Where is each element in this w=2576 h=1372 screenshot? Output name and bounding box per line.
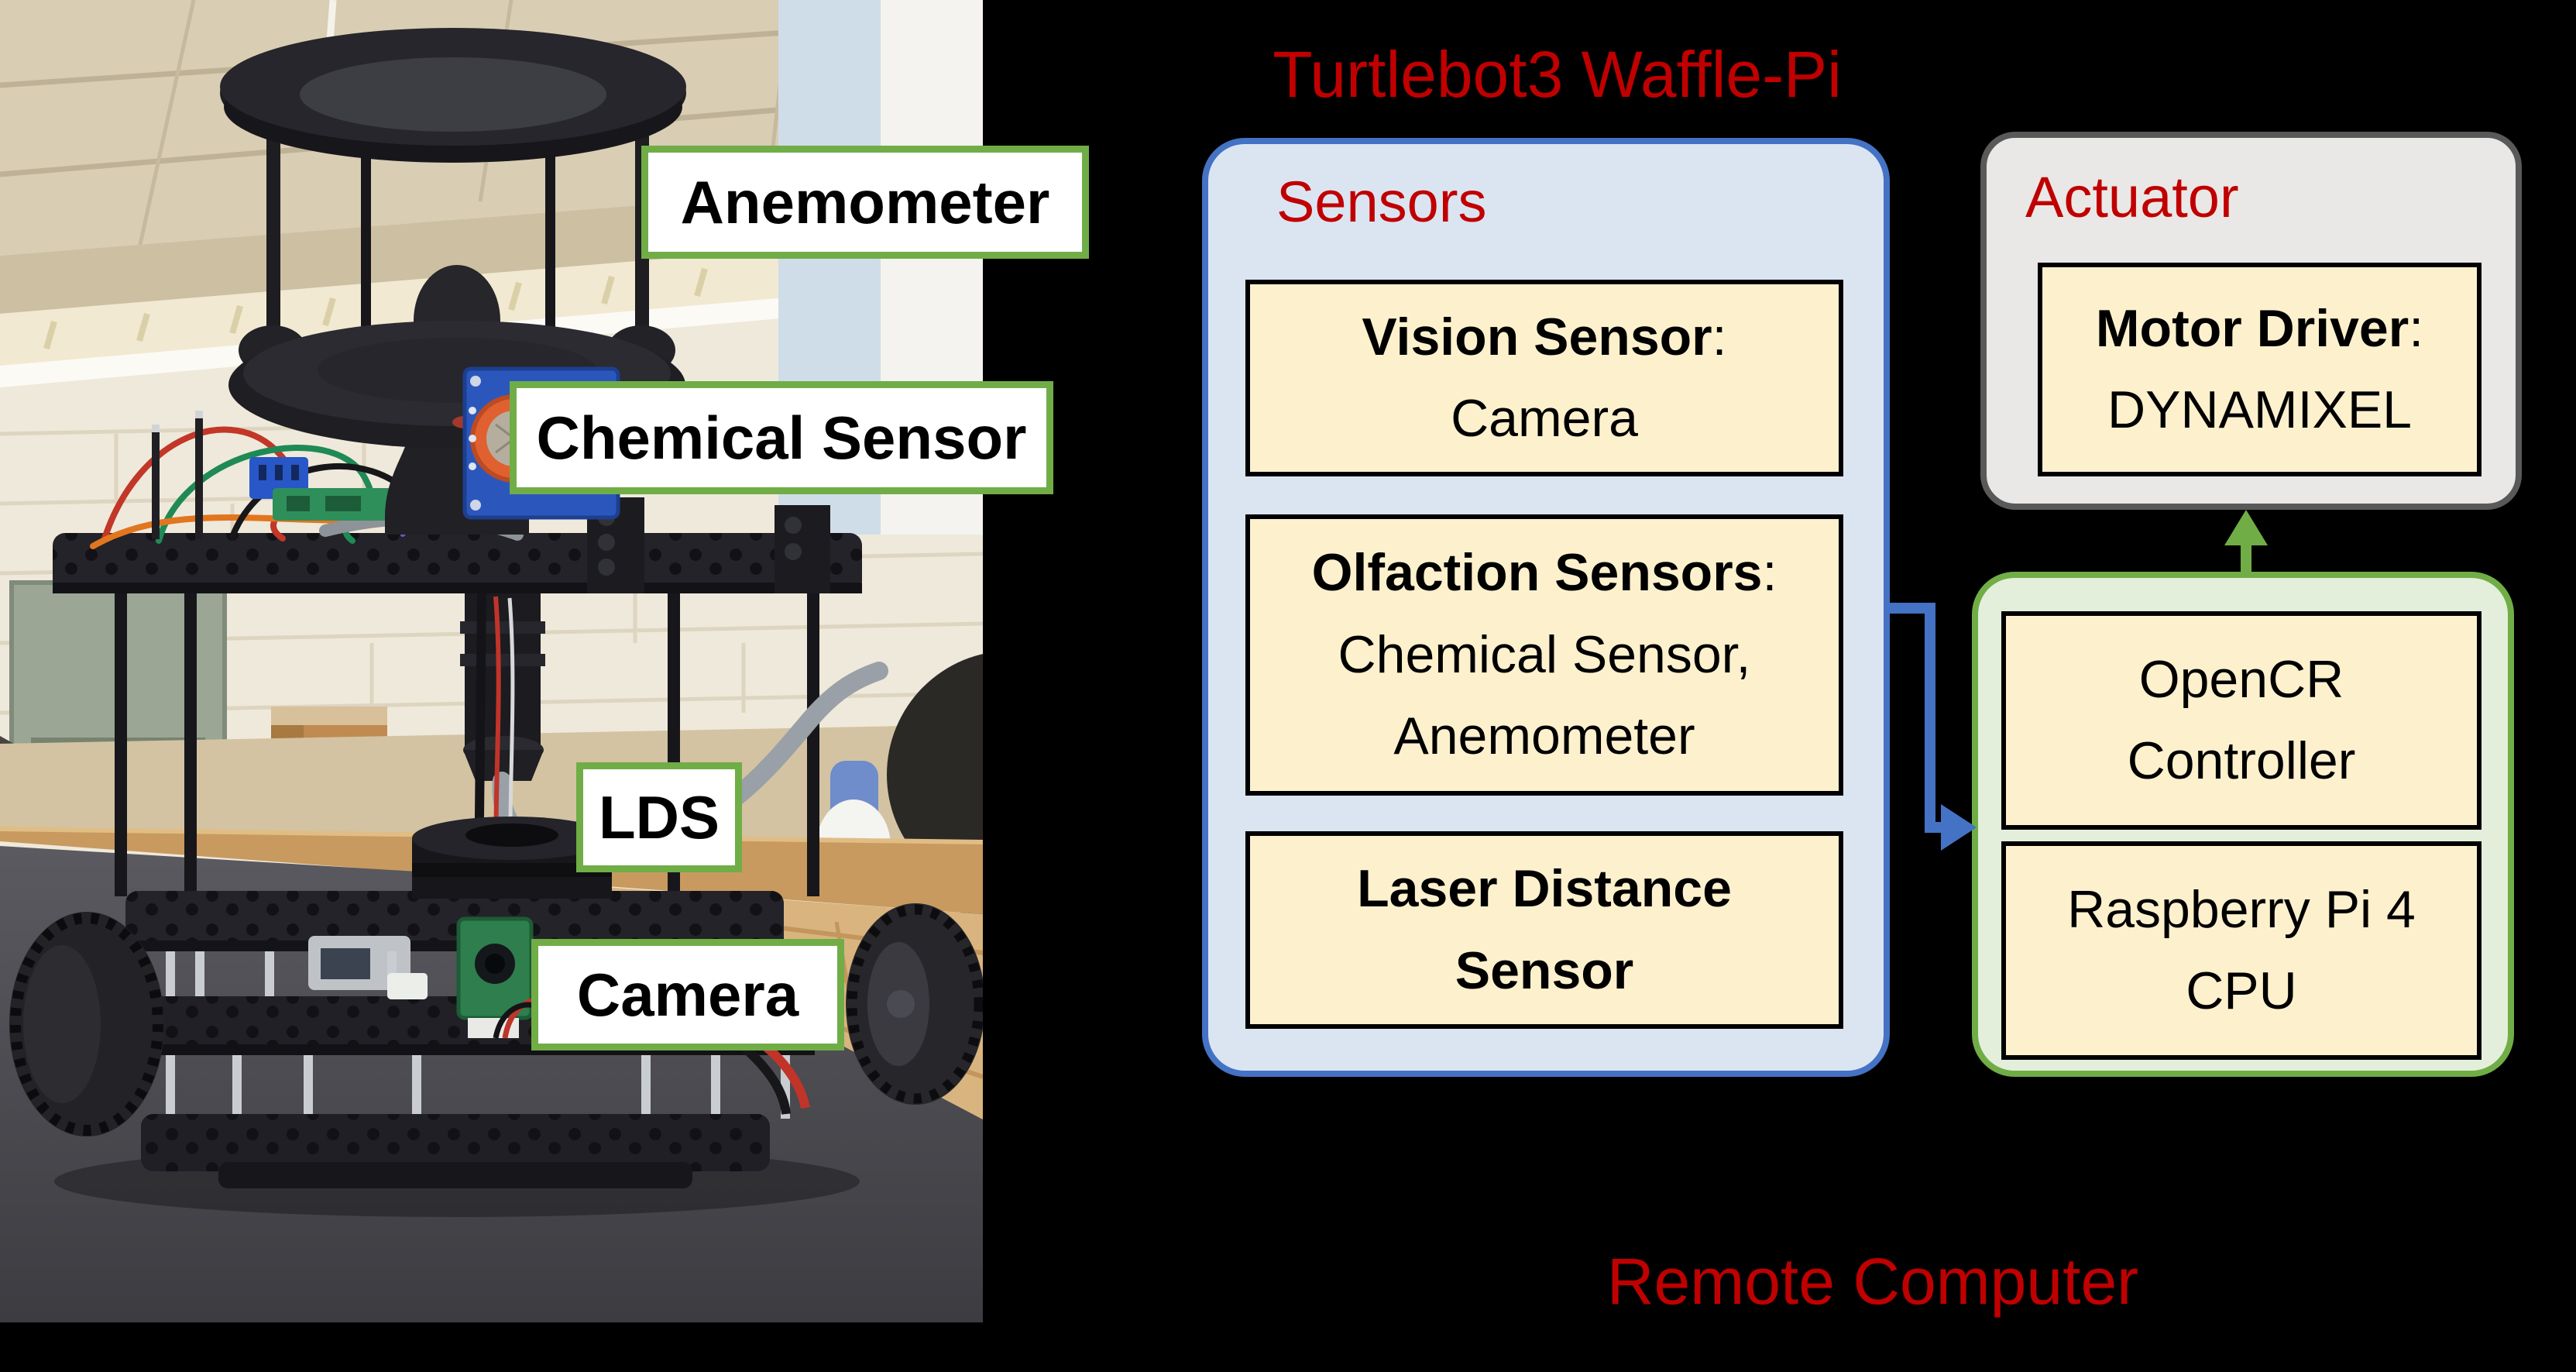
diagram-title: Turtlebot3 Waffle-Pi [1273, 38, 1842, 111]
laser-sensor-line2: Sensor [1455, 940, 1634, 1000]
olfaction-sensors-detail-1: Chemical Sensor, [1338, 624, 1751, 684]
lds-label: LDS [576, 762, 742, 872]
chemical-sensor-label-text: Chemical Sensor [536, 403, 1027, 472]
camera-label-text: Camera [576, 960, 799, 1029]
bottom-plate [141, 1114, 770, 1188]
raspberry-pi-box: Raspberry Pi 4 CPU [2001, 841, 2482, 1060]
raspi-line2: CPU [2186, 961, 2297, 1020]
opencr-line2: Controller [2127, 731, 2356, 790]
anemometer-label-text: Anemometer [680, 167, 1050, 236]
table [0, 846, 983, 1322]
remote-computer-label: Remote Computer [1606, 1245, 2139, 1318]
camera-label: Camera [531, 939, 844, 1050]
opencr-controller-box: OpenCR Controller [2001, 611, 2482, 830]
controller-to-actuator-arrow [2224, 510, 2268, 577]
vision-sensor-box: Vision Sensor: Camera [1245, 280, 1843, 476]
anemometer-label: Anemometer [641, 146, 1089, 259]
chemical-sensor-label: Chemical Sensor [510, 381, 1053, 494]
sensors-to-controller-arrow [1890, 603, 1977, 851]
top-plate [53, 533, 862, 593]
opencr-line1: OpenCR [2138, 649, 2344, 709]
motor-driver-detail: DYNAMIXEL [2107, 380, 2412, 439]
olfaction-sensors-title: Olfaction Sensors: [1311, 543, 1777, 603]
battery [308, 936, 410, 990]
left-wheel [9, 912, 164, 1136]
anemometer-mount-tube [460, 593, 545, 781]
vision-sensor-title: Vision Sensor: [1362, 307, 1727, 366]
right-wheel [846, 903, 983, 1105]
actuator-heading: Actuator [2025, 165, 2239, 229]
motor-driver-title: Motor Driver: [2095, 298, 2424, 358]
laser-distance-sensor-box: Laser Distance Sensor [1245, 831, 1843, 1029]
olfaction-sensors-box: Olfaction Sensors: Chemical Sensor, Anem… [1245, 514, 1843, 796]
lds-plate [125, 891, 784, 951]
olfaction-sensors-detail-2: Anemometer [1393, 707, 1695, 766]
raspi-line1: Raspberry Pi 4 [2067, 879, 2416, 939]
motor-driver-box: Motor Driver: DYNAMIXEL [2038, 263, 2482, 476]
laser-sensor-line1: Laser Distance [1357, 859, 1732, 919]
vision-sensor-detail: Camera [1451, 389, 1638, 448]
sensors-heading: Sensors [1276, 170, 1487, 234]
lds-label-text: LDS [599, 782, 720, 851]
